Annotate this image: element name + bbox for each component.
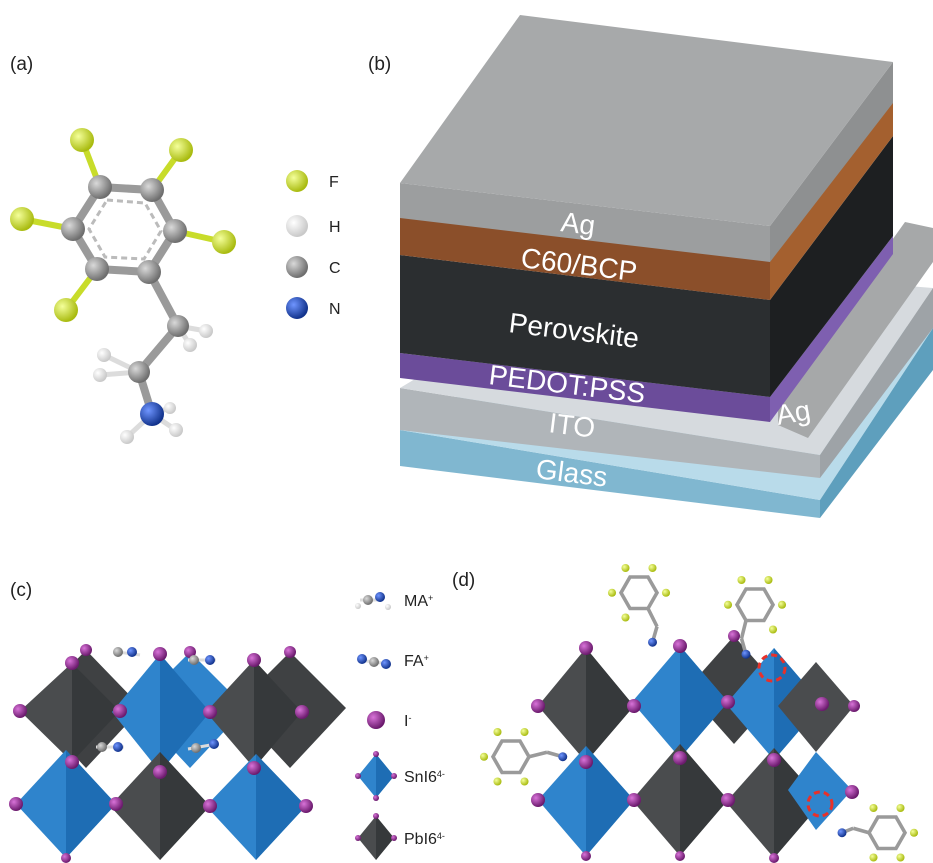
molecule-f5pea: [10, 128, 236, 444]
lattice-c: [9, 644, 346, 863]
legend-n: N: [286, 297, 341, 319]
sni6-octahedron-icon: [355, 751, 397, 801]
ag-side-label: Ag: [774, 394, 813, 430]
ito-layer: [400, 388, 820, 478]
legend-c: C: [286, 256, 341, 278]
f5pea-molecule-3: [479, 727, 568, 786]
defect-markers: [757, 653, 834, 818]
panel-label-b: (b): [368, 54, 391, 75]
lattice-d: [479, 563, 919, 863]
legend-pbi6: PbI64-: [355, 813, 445, 860]
panel-label-a: (a): [10, 54, 33, 75]
vacancy-marker-top: [757, 653, 787, 683]
panel-label-d: (d): [452, 570, 475, 591]
fa-cation-icon: [357, 654, 391, 669]
legend-fa: FA+: [357, 653, 429, 670]
atom-legend: F H C N: [286, 170, 341, 319]
octahedra-row-bottom: [16, 750, 306, 860]
ag-top-layer: [400, 183, 770, 262]
ma-cation-icon: [355, 592, 391, 610]
vacancy-marker-bottom: [806, 790, 834, 818]
legend-fa-label: FA+: [404, 653, 429, 670]
pedot-layer: [400, 353, 770, 422]
legend-f: F: [286, 170, 339, 192]
iodine-atoms-d: [531, 630, 860, 863]
octahedra-d: [538, 636, 854, 858]
iodide-ion-icon: [367, 711, 385, 729]
f5pea-molecule-1: [607, 563, 671, 647]
perovskite-layer: [400, 255, 770, 397]
legend-h-label: H: [329, 219, 341, 236]
legend-c-label: C: [329, 260, 341, 277]
cations-c: [96, 647, 219, 753]
legend-ma-label: MA+: [404, 593, 433, 610]
legend-n-label: N: [329, 301, 341, 318]
legend-iodide-label: I-: [404, 713, 411, 730]
legend-sni6: SnI64-: [355, 751, 445, 801]
structure-legend: MA+ FA+ I- SnI64-: [355, 592, 445, 860]
c60-bcp-layer: [400, 215, 770, 300]
fluorine-atom-icon: [286, 170, 308, 192]
legend-sni6-label: SnI64-: [404, 769, 445, 786]
device-stack: Ag C60/BCP Perovskite PEDOT:PSS ITO Glas…: [400, 15, 933, 518]
ag-top-label: Ag: [559, 206, 597, 241]
legend-iodide: I-: [367, 711, 411, 730]
legend-f-label: F: [329, 174, 339, 191]
carbon-atom-icon: [286, 256, 308, 278]
octahedra-row-top: [20, 650, 346, 772]
ag-side-strip: [778, 222, 933, 438]
iodine-atoms-c: [9, 644, 313, 863]
f5pea-molecule-4: [837, 803, 919, 862]
panel-label-c: (c): [10, 580, 32, 601]
nitrogen-atom-icon: [286, 297, 308, 319]
legend-ma: MA+: [355, 592, 433, 610]
ito-label: ITO: [547, 407, 597, 443]
pbi6-octahedron-icon: [355, 813, 397, 860]
f5pea-molecule-2: [723, 575, 787, 659]
legend-h: H: [286, 215, 341, 237]
glass-layer: [400, 430, 820, 518]
legend-pbi6-label: PbI64-: [404, 831, 445, 848]
hydrogen-atom-icon: [286, 215, 308, 237]
